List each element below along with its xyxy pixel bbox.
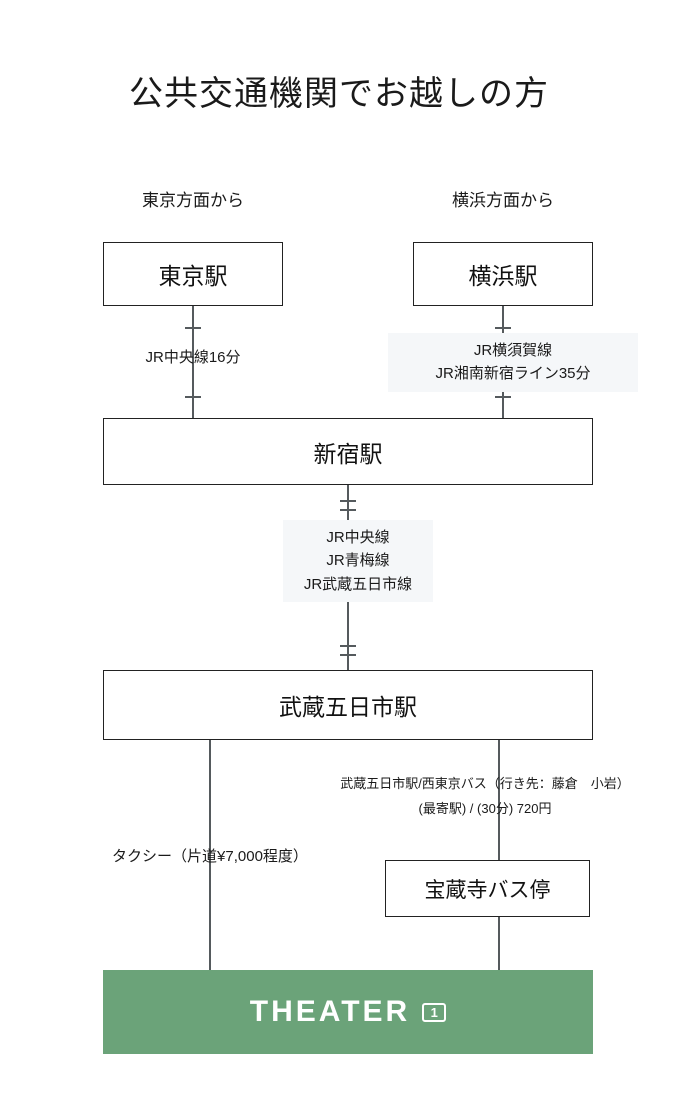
connector-itsukaichi-busstop <box>498 740 500 860</box>
rail-tick-icon <box>340 654 356 656</box>
edge-label-line: JR横須賀線 <box>473 342 553 359</box>
rail-tick-icon <box>495 327 511 329</box>
edge-label-line: 武蔵五日市駅/西東京バス（行き先：藤倉 小岩） <box>340 776 630 791</box>
theater-one-badge-icon: 1 <box>422 1002 447 1022</box>
edge-label-line: JR青梅線 <box>326 552 390 570</box>
edge-label-tokyo-shinjuku: JR中央線16分 <box>103 346 283 369</box>
connector-tokyo-shinjuku <box>192 306 194 418</box>
node-hozoji-bus-stop: 宝蔵寺バス停 <box>385 860 590 917</box>
edge-label-shinjuku-itsukaichi: JR中央線 JR青梅線 JR武蔵五日市線 <box>283 520 433 602</box>
edge-label-line: (最寄駅) / (30分) 720円 <box>418 800 552 816</box>
node-musashi-itsukaichi-station: 武蔵五日市駅 <box>103 670 593 740</box>
edge-label-line: JR武蔵五日市線 <box>303 575 413 593</box>
edge-label-bus-route: 武蔵五日市駅/西東京バス（行き先：藤倉 小岩） (最寄駅) / (30分) 72… <box>320 772 650 821</box>
theater-banner: THEATER 1 <box>103 970 593 1054</box>
edge-label-yokohama-shinjuku: JR横須賀線 JR湘南新宿ライン35分 <box>388 333 638 392</box>
edge-label-line: JR中央線16分 <box>145 349 241 366</box>
edge-label-taxi: タクシー（片道¥7,000程度） <box>90 845 330 868</box>
rail-tick-icon <box>340 509 356 511</box>
theater-wordmark: THEATER <box>249 995 411 1028</box>
rail-tick-icon <box>185 396 201 398</box>
connector-busstop-theater <box>498 917 500 990</box>
rail-tick-icon <box>185 327 201 329</box>
page-title: 公共交通機関でお越しの方 <box>129 75 549 113</box>
node-yokohama-station: 横浜駅 <box>413 242 593 306</box>
rail-tick-icon <box>340 645 356 647</box>
node-shinjuku-station: 新宿駅 <box>103 418 593 485</box>
rail-tick-icon <box>495 396 511 398</box>
edge-label-line: タクシー（片道¥7,000程度） <box>112 848 308 865</box>
column-caption-from-tokyo: 東京方面から <box>142 191 244 210</box>
rail-tick-icon <box>340 500 356 502</box>
node-tokyo-station: 東京駅 <box>103 242 283 306</box>
connector-itsukaichi-theater-taxi <box>209 740 211 990</box>
column-caption-from-yokohama: 横浜方面から <box>452 191 554 210</box>
edge-label-line: JR中央線 <box>326 529 390 546</box>
edge-label-line: JR湘南新宿ライン35分 <box>435 365 591 383</box>
